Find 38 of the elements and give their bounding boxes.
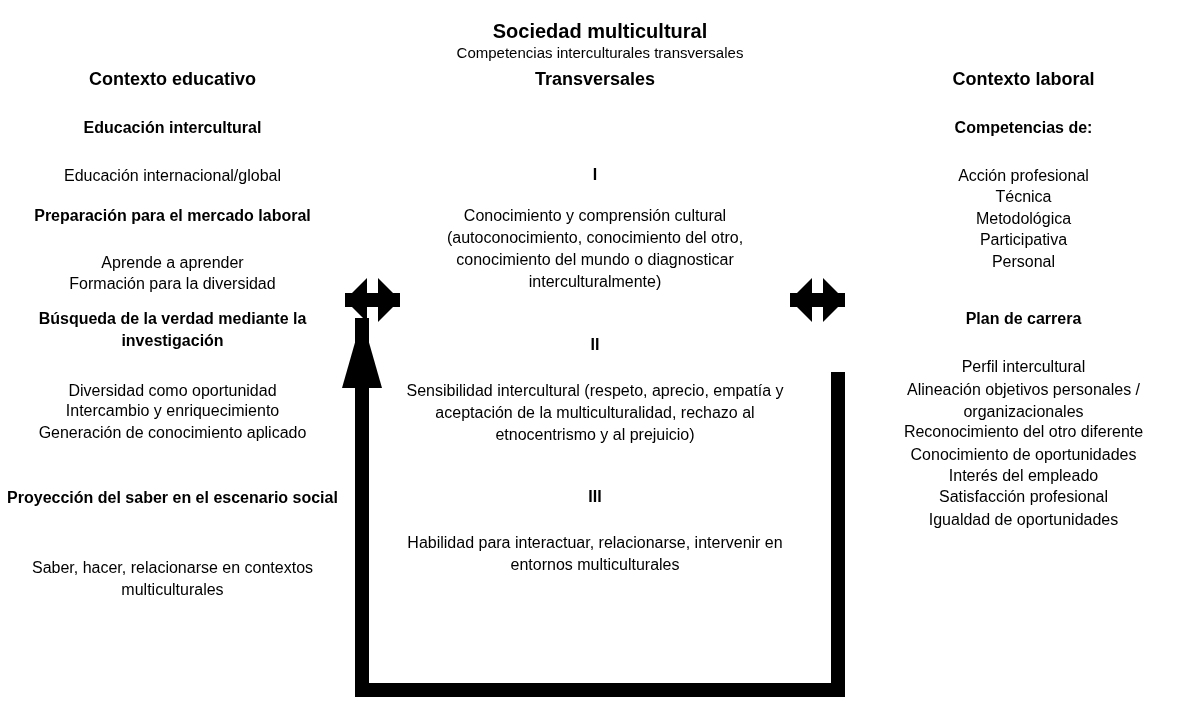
subtitle: Competencias interculturales transversales (455, 44, 745, 61)
list-item: Formación para la diversidad (68, 274, 277, 294)
list-item: Alineación objetivos personales / organizacionales (906, 380, 1141, 422)
column-heading: Contexto educativo (88, 68, 257, 90)
list-item: Conocimiento de oportunidades (909, 445, 1138, 465)
list-item: Interés del empleado (947, 466, 1100, 486)
list-item: Saber, hacer, relacionarse en contextos multiculturales (30, 558, 315, 600)
list-item: Generación de conocimiento aplicado (37, 423, 308, 443)
list-item: Diversidad como oportunidad (67, 381, 278, 401)
section-heading: II (589, 335, 601, 355)
double-arrow (345, 278, 400, 322)
section-heading: Búsqueda de la verdad mediante la investigación (37, 309, 308, 351)
diagram-title: Sociedad multicultural (491, 20, 709, 43)
list-item: Igualdad de oportunidades (927, 510, 1120, 530)
list-item: Satisfacción profesional (938, 487, 1109, 507)
column-heading: Contexto laboral (951, 68, 1096, 90)
list-item: Perfil intercultural (960, 357, 1087, 377)
section-heading: III (587, 487, 603, 507)
list-item: Educación internacional/global (62, 166, 282, 186)
list-item: Metodológica (974, 209, 1073, 229)
list-item: Personal (990, 252, 1057, 272)
double-arrow (790, 278, 845, 322)
column-heading: Transversales (533, 68, 657, 90)
description-text: Sensibilidad intercultural (respeto, aprecio, empatía y aceptación de la multiculturalidad, rechazo al etnocentrismo y al prejuicio) (405, 381, 785, 445)
section-heading: Competencias de: (953, 118, 1094, 138)
section-heading: I (591, 165, 599, 185)
section-heading: Educación intercultural (82, 118, 263, 138)
section-heading: Plan de carrera (964, 309, 1083, 329)
list-item: Intercambio y enriquecimiento (64, 401, 281, 421)
list-item: Aprende a aprender (100, 253, 245, 273)
section-heading: Preparación para el mercado laboral (33, 206, 312, 226)
list-item: Técnica (994, 187, 1053, 207)
list-item: Acción profesional (957, 166, 1090, 186)
list-item: Participativa (978, 230, 1069, 250)
description-text: Habilidad para interactuar, relacionarse, intervenir en entornos multiculturales (406, 533, 784, 575)
section-heading: Proyección del saber en el escenario social (6, 488, 339, 508)
description-text: Conocimiento y comprensión cultural (autoconocimiento, conocimiento del otro, conocimiento del mundo o diagnosticar interculturalmente) (445, 206, 745, 292)
list-item: Reconocimiento del otro diferente (902, 422, 1145, 442)
